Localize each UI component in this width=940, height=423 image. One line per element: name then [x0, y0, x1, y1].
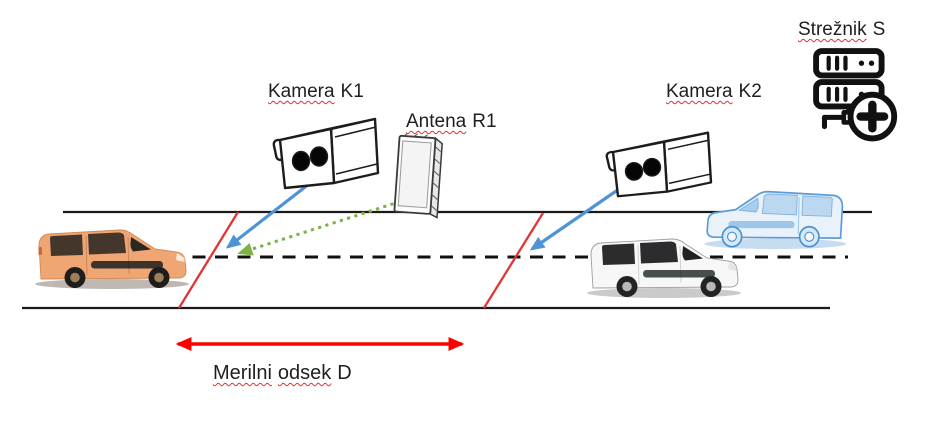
server-s-label-word2: S [872, 19, 886, 40]
orange-van [35, 229, 189, 289]
antenna-r1-label-word1: Antena [406, 111, 467, 132]
camera1-ray-arrow [225, 182, 310, 249]
white-van [587, 238, 741, 298]
blue-sketch-van [704, 190, 847, 250]
antenna-r1-icon [393, 132, 443, 219]
section-lines [178, 211, 544, 309]
camera-k1-label-word1: Kamera [268, 81, 335, 102]
camera-k1-label-word2: K1 [340, 81, 364, 102]
measure-section-label-word3: D [337, 362, 352, 384]
camera-k2-icon [605, 131, 713, 198]
measure-section-label-word2: odsek [277, 362, 332, 384]
measure-section-label-word1: Merilni [213, 362, 272, 384]
camera-k2-label-word2: K2 [738, 81, 762, 102]
section-line-start [178, 211, 239, 309]
camera-k2-label-word1: Kamera [666, 81, 733, 102]
sensor-rays [225, 182, 623, 256]
antenna-ray-arrow [237, 197, 409, 256]
camera-k1-icon [272, 117, 380, 190]
camera2-ray-arrow [529, 185, 623, 251]
server-s-label-word1: Strežnik [798, 19, 867, 40]
server-plus-icon [813, 48, 898, 142]
section-line-end [483, 212, 544, 309]
antenna-r1-label-word2: R1 [472, 111, 497, 132]
